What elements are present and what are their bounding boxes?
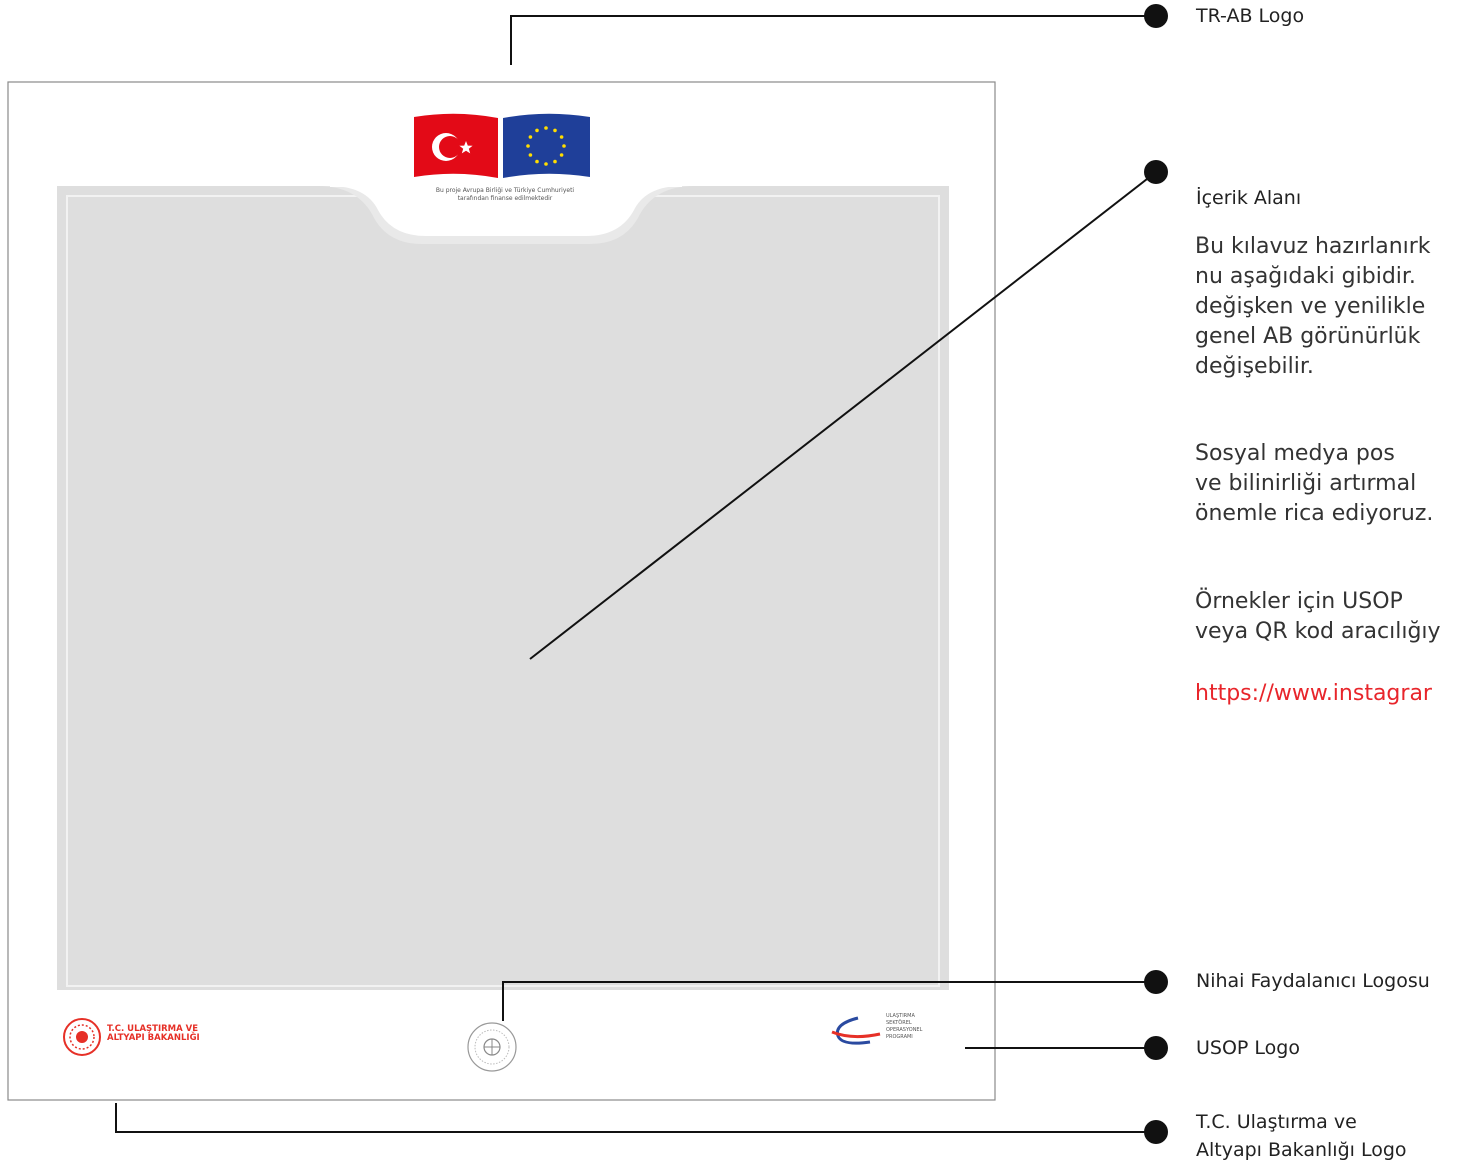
callout-beneficiary-logo: Nihai Faydalanıcı Logosu <box>1196 970 1430 992</box>
p2-line3: önemle rica ediyoruz. <box>1195 501 1434 526</box>
p1-line4: genel AB görünürlük <box>1195 324 1421 349</box>
leader-lines <box>115 15 1157 1133</box>
description-paragraph-2: Sosyal medya pos ve bilinirliği artırmal… <box>1195 439 1433 529</box>
callout-content-area: İçerik Alanı <box>1196 187 1302 209</box>
leader-line-beneficiary <box>502 981 1156 1021</box>
usop-emblem <box>831 1016 881 1045</box>
callout-ministry-line1: T.C. Ulaştırma ve <box>1196 1111 1357 1133</box>
dot-usop <box>1144 1036 1168 1060</box>
eu-star <box>528 153 533 157</box>
eu-star <box>544 162 548 166</box>
eu-star <box>544 126 548 130</box>
p2-line1: Sosyal medya pos <box>1195 441 1395 466</box>
turkish-flag <box>414 113 498 178</box>
instagram-link[interactable]: https://www.instagrar <box>1195 681 1432 706</box>
dot-tr-ab <box>1144 4 1168 28</box>
callout-ministry-line2: Altyapı Bakanlığı Logo <box>1196 1139 1407 1161</box>
usop-logo-text: ULAŞTIRMA SEKTÖREL OPERASYONEL PROGRAMI <box>886 1013 956 1041</box>
callout-usop-logo: USOP Logo <box>1196 1037 1300 1059</box>
description-paragraph-3: Örnekler için USOP veya QR kod aracılığı… <box>1195 587 1441 647</box>
eu-star <box>562 144 566 148</box>
eu-star <box>535 159 539 164</box>
usop-name-line2: SEKTÖREL <box>886 1020 912 1026</box>
ministry-name-line2: ALTYAPI BAKANLIĞI <box>107 1033 200 1043</box>
beneficiary-placeholder-logo <box>467 1022 517 1072</box>
p1-line3: değişken ve yenilikle <box>1195 294 1426 319</box>
content-area <box>57 186 949 990</box>
description-paragraph-1: Bu kılavuz hazırlanırk nu aşağıdaki gibi… <box>1195 232 1431 382</box>
callout-tr-ab-logo: TR-AB Logo <box>1196 5 1305 27</box>
p1-line2: nu aşağıdaki gibidir. <box>1195 264 1416 289</box>
flag-caption-line1: Bu proje Avrupa Birliği ve Türkiye Cumhu… <box>435 187 575 194</box>
ministry-logo-text: T.C. ULAŞTIRMA VE ALTYAPI BAKANLIĞI <box>107 1025 217 1043</box>
flag-caption-line2: tarafından finanse edilmektedir <box>457 195 553 202</box>
usop-name-line3: OPERASYONEL <box>886 1027 923 1033</box>
leader-line-tr-ab <box>510 15 1156 65</box>
p1-line5: değişebilir. <box>1195 354 1314 379</box>
eu-star <box>559 153 564 157</box>
usop-name-line1: ULAŞTIRMA <box>886 1013 915 1019</box>
ministry-emblem <box>63 1018 101 1056</box>
dot-ministry <box>1144 1120 1168 1144</box>
eu-star <box>553 128 557 133</box>
leader-line-content-area <box>529 171 1157 660</box>
logo-tab <box>330 186 682 236</box>
dot-beneficiary <box>1144 970 1168 994</box>
eu-star <box>528 135 533 139</box>
p3-line2: veya QR kod aracılığıy <box>1195 619 1441 644</box>
eu-star <box>553 159 557 164</box>
leader-line-ministry <box>115 1103 1156 1133</box>
ministry-name-line1: T.C. ULAŞTIRMA VE <box>107 1024 199 1034</box>
usop-name-line4: PROGRAMI <box>886 1034 913 1040</box>
p2-line2: ve bilinirliği artırmal <box>1195 471 1417 496</box>
eu-star <box>526 144 530 148</box>
callout-ministry-logo: T.C. Ulaştırma ve Altyapı Bakanlığı Logo <box>1196 1108 1407 1164</box>
eu-flag <box>503 113 590 178</box>
dot-content-area <box>1144 160 1168 184</box>
p3-line1: Örnekler için USOP <box>1195 589 1403 614</box>
p1-line1: Bu kılavuz hazırlanırk <box>1195 234 1431 259</box>
eu-star <box>535 128 539 133</box>
eu-star <box>559 135 564 139</box>
flag-caption: Bu proje Avrupa Birliği ve Türkiye Cumhu… <box>410 187 600 203</box>
